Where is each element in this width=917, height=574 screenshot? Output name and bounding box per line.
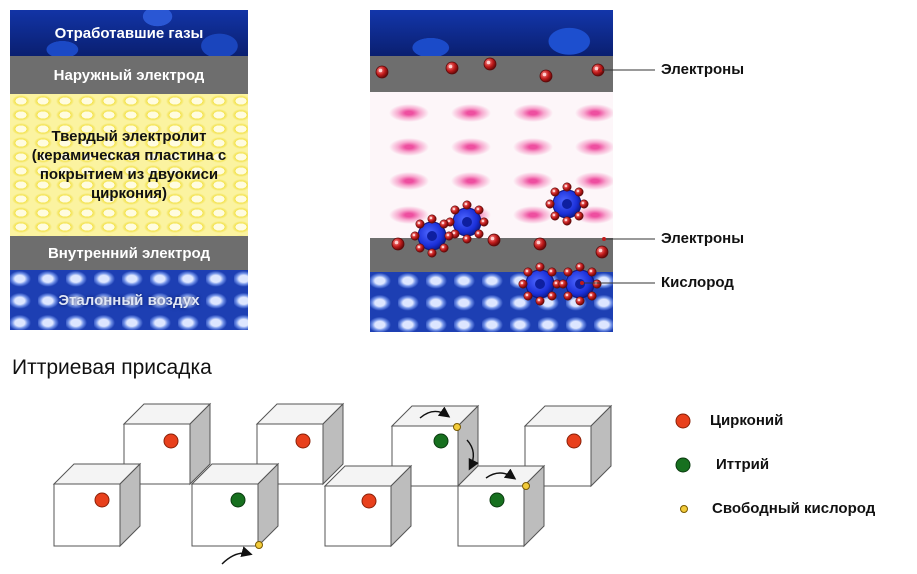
yttrium-atom (489, 492, 505, 508)
oxygen-label: Кислород (661, 274, 734, 291)
electrons-bottom-label: Электроны (661, 230, 745, 247)
zirconium-atom (163, 433, 179, 449)
reference-air-layer: Эталонный воздух (10, 270, 248, 330)
reference-air-label: Эталонный воздух (58, 291, 200, 309)
outer-electrode-layer: Наружный электрод (10, 56, 248, 94)
migration-arrow (419, 406, 451, 419)
solid-electrolyte-label: Твердый электролит (керамическая пластин… (31, 128, 227, 202)
migration-arrow (221, 546, 253, 565)
migration-arrow (466, 439, 479, 471)
zirconium-atom (295, 433, 311, 449)
sensor-layer-stack: Отработавшие газы Наружный электрод Твер… (10, 10, 248, 330)
exhaust-gases-label: Отработавшие газы (54, 24, 204, 42)
legend-free-oxygen-label: Свободный кислород (712, 500, 876, 517)
legend-free-oxygen-marker (680, 505, 688, 513)
free-oxygen-dot (522, 482, 530, 490)
lattice-cube (122, 402, 212, 486)
legend-zirconium-label: Цирконий (710, 412, 784, 429)
free-oxygen-dot (453, 423, 461, 431)
micro-view-panel (370, 10, 613, 332)
migration-arrow (485, 468, 517, 480)
legend-yttrium-label: Иттрий (716, 456, 770, 473)
free-oxygen-dot (255, 541, 263, 549)
electrons-top-label: Электроны (661, 61, 745, 78)
zirconium-atom (566, 433, 582, 449)
yttrium-atom (230, 492, 246, 508)
inner-electrode-label: Внутренний электрод (47, 244, 211, 262)
zirconium-atom (361, 493, 377, 509)
exhaust-gases-layer: Отработавшие газы (10, 10, 248, 56)
outer-electrode-label: Наружный электрод (53, 66, 205, 84)
lattice-title: Иттриевая присадка (12, 356, 212, 379)
micro-electrolyte-zone (370, 92, 613, 238)
lattice-cube (323, 464, 413, 548)
inner-electrode-layer: Внутренний электрод (10, 236, 248, 270)
lattice-cube (456, 464, 546, 548)
lattice-cube (52, 462, 142, 548)
legend-zirconium-marker (675, 413, 691, 429)
solid-electrolyte-layer: Твердый электролит (керамическая пластин… (10, 94, 248, 236)
yttrium-atom (433, 433, 449, 449)
legend-yttrium-marker (675, 457, 691, 473)
zirconium-atom (94, 492, 110, 508)
micro-exhaust-zone (370, 10, 613, 56)
lattice-cube (190, 462, 280, 548)
